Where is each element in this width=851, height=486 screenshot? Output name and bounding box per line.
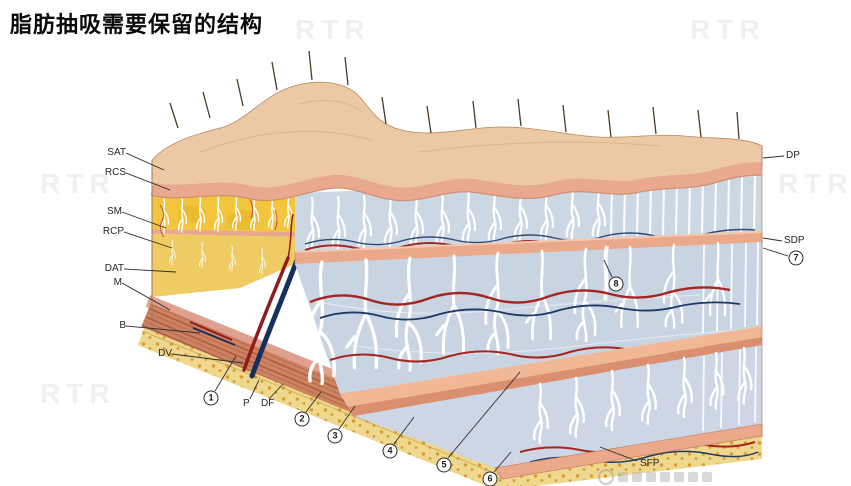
- watermark-logo-icon: [598, 469, 614, 485]
- callout-5: 5: [436, 457, 452, 473]
- label-dp: DP: [786, 150, 800, 161]
- label-sm: SM: [107, 206, 122, 217]
- deep-septa-region: [295, 241, 762, 394]
- label-dv: DV: [158, 348, 172, 359]
- label-m: M: [113, 277, 122, 288]
- label-b: B: [119, 320, 126, 331]
- label-rcp: RCP: [102, 226, 124, 237]
- label-p: P: [243, 398, 250, 409]
- page-title: 脂肪抽吸需要保留的结构: [10, 12, 264, 37]
- hairs: [169, 50, 740, 140]
- label-df: DF: [261, 398, 275, 409]
- leader-lines: [121, 152, 789, 473]
- callout-1: 1: [203, 390, 219, 406]
- dense-lower-fibers: [702, 346, 757, 432]
- callout-3: 3: [327, 428, 343, 444]
- label-rcs: RCS: [104, 167, 126, 178]
- deep-vessels: [189, 213, 300, 379]
- callout-2: 2: [294, 411, 310, 427]
- dermis-layer: [150, 162, 763, 202]
- callout-8: 8: [608, 276, 624, 292]
- label-sfp: SFP: [640, 458, 660, 469]
- label-sdp: SDP: [784, 235, 805, 246]
- callout-6: 6: [482, 471, 498, 486]
- label-dat: DAT: [104, 263, 124, 274]
- skin-surface: [150, 50, 763, 437]
- label-sat: SAT: [107, 147, 126, 158]
- callout-4: 4: [382, 443, 398, 459]
- membrane-sheet-2: [340, 326, 762, 418]
- superficial-fat-layer: [152, 193, 295, 297]
- callout-7: 7: [788, 250, 804, 266]
- footer-watermark: [598, 469, 712, 485]
